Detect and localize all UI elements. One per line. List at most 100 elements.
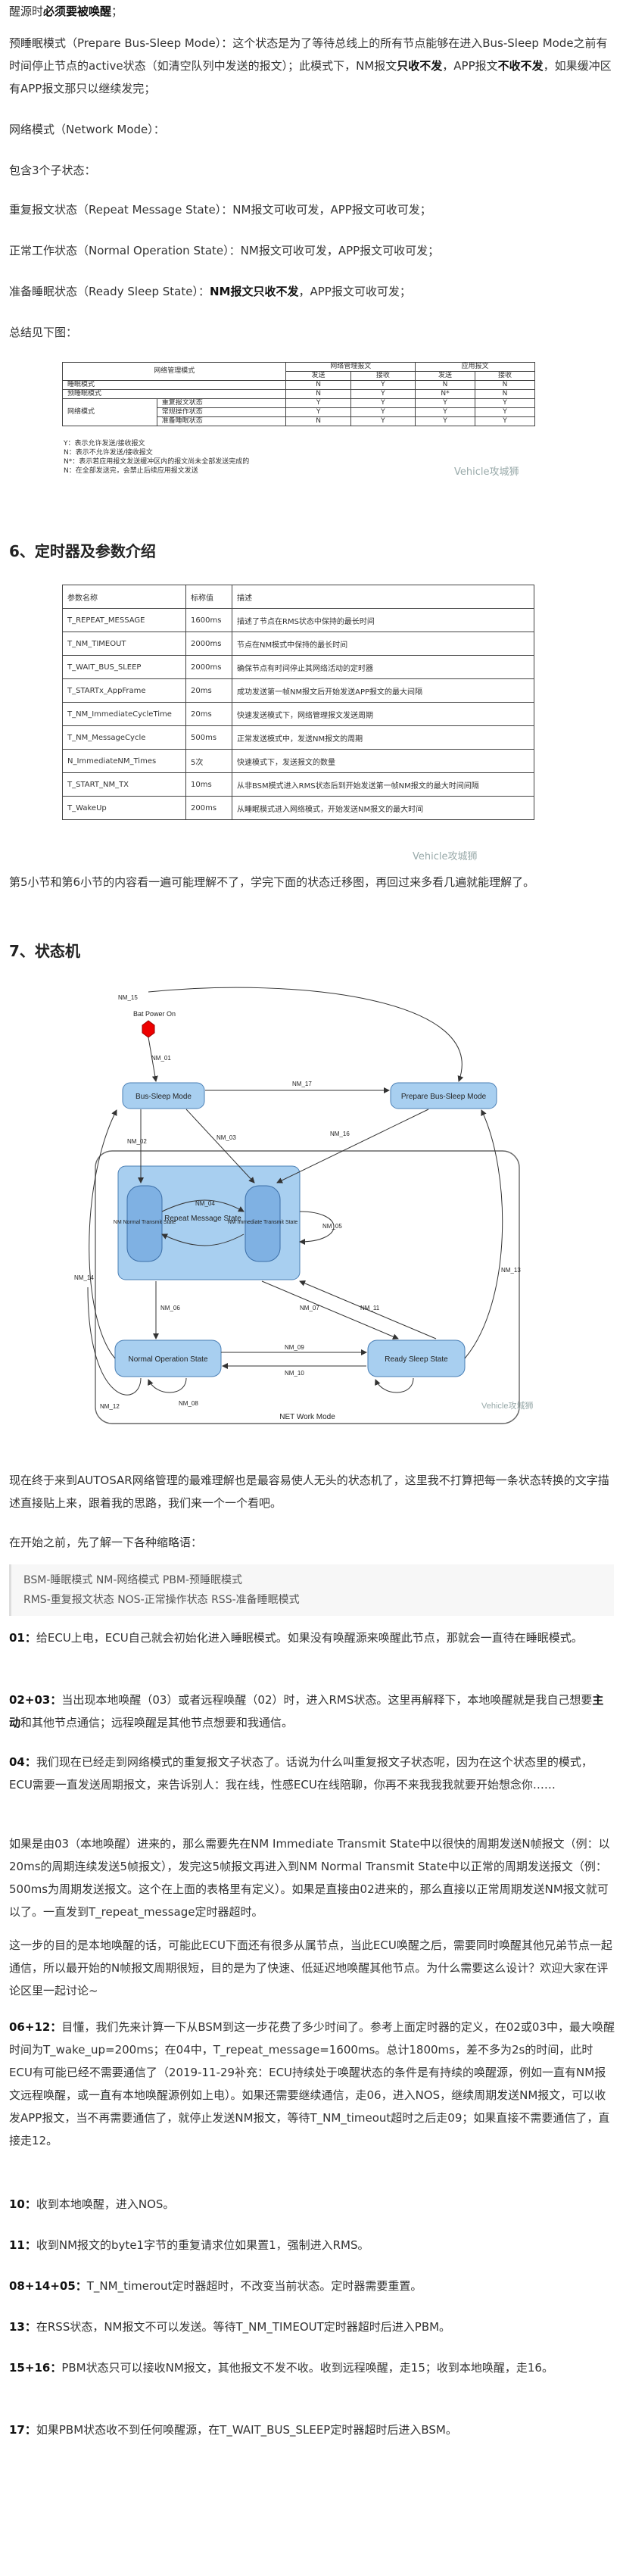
table-cell: 20ms [185,678,232,703]
table-cell: T_NM_TIMEOUT [62,632,186,656]
step-04-detail: 如果是由03（本地唤醒）进来的，那么需要先在NM Immediate Trans… [9,1837,610,1919]
table-header: 网络管理模式 [61,362,287,381]
table-cell: 描述了节点在RMS状态中保持的最长时间 [232,608,534,632]
step-04-purpose: 这一步的目的是本地唤醒的话，可能此ECU下面还有很多从属节点，当此ECU唤醒之后… [9,1938,612,1997]
edge-label: NM_11 [360,1305,380,1311]
bus-sleep-node [122,1082,205,1109]
table-cell: 从睡眠模式进入网络模式，开始发送NM报文的最大时间 [232,796,534,820]
edge-label: NM_02 [127,1138,147,1145]
sec6-note: 第5小节和第6小节的内容看一遍可能理解不了，学完下面的状态迁移图，再回过来多看几… [9,875,535,889]
step-04: 04：我们现在已经走到网络模式的重复报文子状态了。话说为什么叫重复报文子状态呢，… [9,1755,593,1792]
state-machine-diagram: Bat Power On Bus-Sleep Mode Prepare Bus-… [74,987,533,1424]
edge-label: NM_05 [322,1223,342,1230]
prepare-label: Prepare Bus-Sleep Mode [401,1093,487,1101]
table-cell: 成功发送第一帧NM报文后开始发送APP报文的最大间隔 [232,678,534,703]
table-cell: 10ms [185,772,232,797]
table-notes: Y：表示允许发送/接收报文 N：表示不允许发送/接收报文 N*：表示若应用报文发… [64,440,250,475]
prepare-sleep-paragraph: 预睡眠模式（Prepare Bus-Sleep Mode）：这个状态是为了等待总… [9,36,612,95]
step-0203: 02+03：当出现本地唤醒（03）或者远程唤醒（02）时，进入RMS状态。这里再… [9,1693,604,1729]
table-cell: 1600ms [185,608,232,632]
table-cell: T_REPEAT_MESSAGE [62,608,186,632]
table-cell: T_WakeUp [62,796,186,820]
edge-label: NM_01 [151,1055,171,1062]
three-substates-line: 包含3个子状态： [9,164,96,177]
table-cell: 正常发送模式中，发送NM报文的周期 [232,725,534,750]
bat-power-label: Bat Power On [133,1010,176,1018]
edge-label: NM_04 [195,1200,215,1207]
edge-label: NM_03 [216,1134,236,1141]
table-header: 描述 [232,585,534,609]
rss-line: 准备睡眠状态（Ready Sleep State）：NM报文只收不发，APP报文… [9,285,411,298]
watermark: Vehicle攻城狮 [413,848,478,862]
table-cell: 2000ms [185,632,232,656]
table-cell: 确保节点有时间停止其网络活动的定时器 [232,655,534,679]
table-cell: 5次 [185,749,232,773]
table-cell: T_NM_MessageCycle [62,725,186,750]
section-title-state-machine: 7、状态机 [9,942,80,960]
table-cell: 从非BSM模式进入RMS状态后到开始发送第一帧NM报文的最大时间间隔 [232,772,534,797]
table-subheader: 发送 [285,371,351,381]
sec7-intro: 现在终于来到AUTOSAR网络管理的最难理解也是最容易使人无头的状态机了，这里我… [9,1474,609,1510]
table-cell: N_ImmediateNM_Times [62,749,186,773]
intro-line: 醒源时必须要被唤醒； [9,5,123,18]
edge-label: NM_14 [74,1274,94,1281]
edge-label: NM_12 [100,1403,120,1410]
table-header: 标称值 [185,585,232,609]
diagram-watermark: Vehicle攻城狮 [481,1400,533,1411]
normal-op-label: Normal Operation State [128,1355,207,1364]
abbreviation-quote: BSM-睡眠模式 NM-网络模式 PBM-预睡眠模式 RMS-重复报文状态 NO… [9,1564,614,1616]
prepare-node [390,1082,497,1109]
nm-normal-node [126,1185,163,1262]
step-11: 11：收到NM报文的byte1字节的重复请求位如果置1，强制进入RMS。 [9,2238,369,2252]
step-10: 10：收到本地唤醒，进入NOS。 [9,2197,175,2211]
nos-line: 正常工作状态（Normal Operation State）：NM报文可收可发，… [9,244,440,257]
step-13: 13：在RSS状态，NM报文不可以发送。等待T_NM_TIMEOUT定时器超时后… [9,2320,451,2334]
nm-normal-label: NM Normal Transmit State [114,1220,176,1225]
step-1516: 15+16：PBM状态只可以接收NM报文，其他报文不发不收。收到远程唤醒，走15… [9,2361,553,2375]
edge-label: NM_10 [285,1370,304,1377]
edge-label: NM_09 [285,1344,304,1351]
table-cell: 200ms [185,796,232,820]
step-081405: 08+14+05：T_NM_timerout定时器超时，不改变当前状态。定时器需… [9,2279,422,2293]
edge-label: NM_16 [330,1131,350,1137]
table-cell: 20ms [185,702,232,726]
nm-immediate-node [245,1185,281,1262]
edge-label: NM_06 [160,1305,180,1311]
table-cell: 快速发送模式下，网络管理报文发送周期 [232,702,534,726]
edge-label: NM_08 [179,1400,198,1407]
table-subheader: 接收 [350,371,416,381]
edge-label: NM_13 [501,1267,521,1274]
rms-line: 重复报文状态（Repeat Message State）：NM报文可收可发，AP… [9,203,431,217]
step-17: 17：如果PBM状态收不到任何唤醒源，在T_WAIT_BUS_SLEEP定时器超… [9,2423,457,2437]
table-cell: 2000ms [185,655,232,679]
table-cell: T_START_NM_TX [62,772,186,797]
bus-sleep-label: Bus-Sleep Mode [136,1093,192,1101]
edge-label: NM_17 [292,1081,312,1087]
table-cell: 500ms [185,725,232,750]
table-subheader: 接收 [475,371,535,381]
table-cell: 快速模式下，发送报文的数量 [232,749,534,773]
table-header: 网络管理报文 [285,362,416,372]
section-title-timers: 6、定时器及参数介绍 [9,542,156,560]
edge-label: NM_15 [118,994,138,1001]
net-work-mode-label: NET Work Mode [279,1413,335,1421]
table-cell: T_STARTx_AppFrame [62,678,186,703]
table-header: 应用报文 [415,362,535,372]
net-work-mode-box [95,1150,520,1424]
nm-immediate-label: NM Immediate Transmit State [228,1220,298,1225]
step-01: 01：给ECU上电，ECU自己就会初始化进入睡眠模式。如果没有唤醒源来唤醒此节点… [9,1631,583,1645]
